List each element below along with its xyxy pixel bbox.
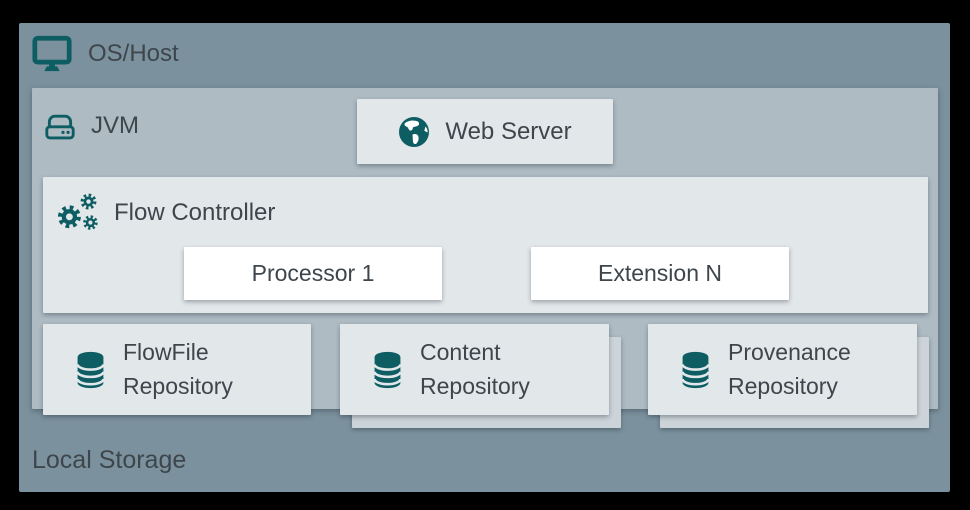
jvm-label: JVM [91,112,139,139]
flow-controller-label-row: Flow Controller [55,191,275,235]
database-icon [75,350,106,390]
provenance-repository-box: Provenance Repository [648,324,917,415]
jvm-label-row: JVM [43,108,139,144]
web-server-box: Web Server [357,99,613,164]
globe-icon [398,116,430,148]
os-host-label: OS/Host [88,40,179,67]
flow-controller-label: Flow Controller [114,199,276,226]
flowfile-repository-label: FlowFile Repository [123,339,233,399]
flowfile-repository-box: FlowFile Repository [43,324,311,415]
processor-box: Processor 1 [184,247,442,300]
web-server-label: Web Server [445,117,572,145]
database-icon [680,350,711,390]
monitor-icon [31,34,73,74]
gears-icon [55,191,101,235]
local-storage-label: Local Storage [32,446,187,474]
extension-label: Extension N [597,260,722,286]
extension-box: Extension N [531,247,789,300]
hard-drive-icon [43,108,77,144]
content-repository-label: Content Repository [420,339,530,399]
processor-label: Processor 1 [251,260,375,286]
provenance-repository-label: Provenance Repository [728,339,851,399]
database-icon [372,350,403,390]
content-repository-box: Content Repository [340,324,609,415]
os-host-label-row: OS/Host [31,34,179,74]
